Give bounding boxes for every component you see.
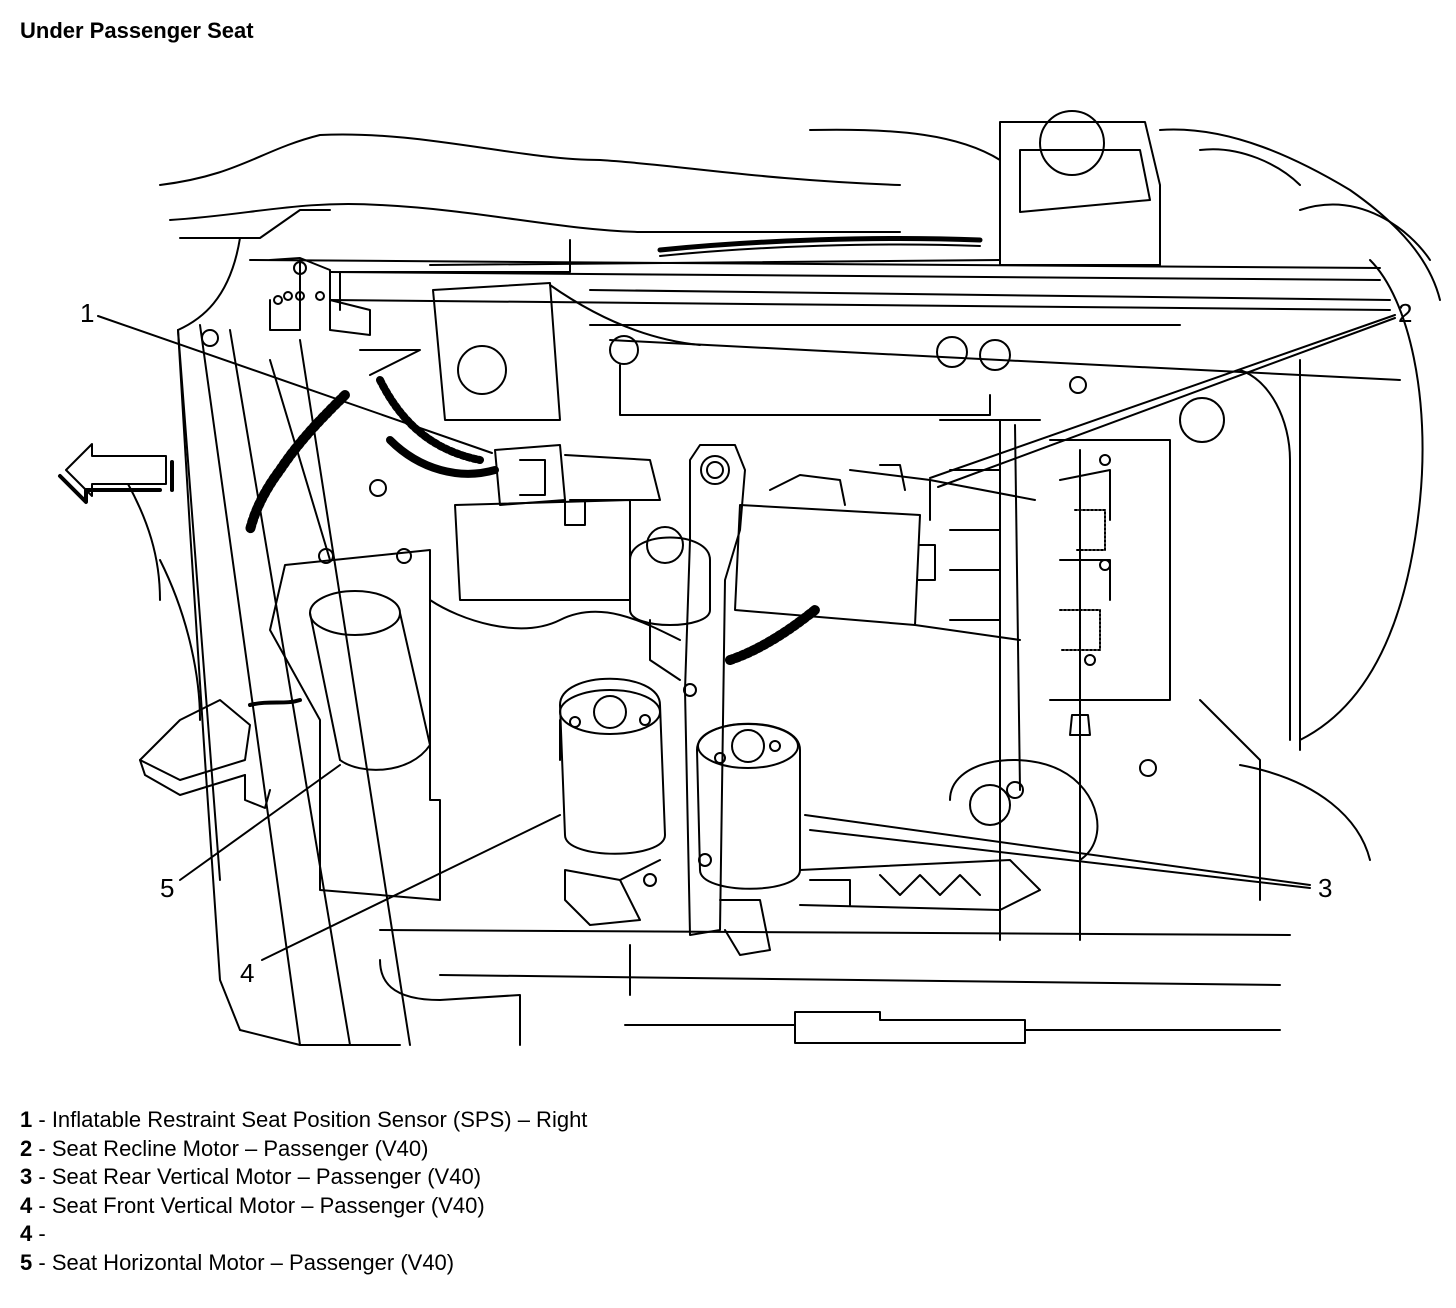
legend-item: 4 - xyxy=(20,1220,587,1249)
front-bracket xyxy=(201,257,387,497)
legend-item: 4 - Seat Front Vertical Motor – Passenge… xyxy=(20,1192,587,1221)
callout-3: 3 xyxy=(1318,873,1332,903)
legend-item: 5 - Seat Horizontal Motor – Passenger (V… xyxy=(20,1249,587,1278)
callout-leaders xyxy=(97,314,1396,961)
callout-2: 2 xyxy=(1398,298,1412,328)
legend-separator: - xyxy=(32,1249,52,1275)
legend-separator: - xyxy=(32,1135,52,1161)
left-arrow-icon xyxy=(58,443,174,504)
seat-frame-outline xyxy=(119,110,1441,1046)
legend-separator: - xyxy=(32,1164,52,1190)
legend-number: 3 xyxy=(20,1164,33,1190)
legend-separator: - xyxy=(32,1107,52,1132)
seat-track-rails xyxy=(239,239,1401,1046)
legend-number: 1 xyxy=(20,1107,33,1132)
legend-item: 1 - Inflatable Restraint Seat Position S… xyxy=(20,1106,587,1135)
legend-item: 2 - Seat Recline Motor – Passenger (V40) xyxy=(20,1135,587,1164)
legend-number: 2 xyxy=(20,1135,33,1161)
callout-1: 1 xyxy=(80,298,94,328)
legend-separator: - xyxy=(32,1192,52,1218)
page-title: Under Passenger Seat xyxy=(20,18,254,43)
legend-text: Seat Horizontal Motor – Passenger (V40) xyxy=(51,1249,455,1275)
recline-mechanism-housing xyxy=(432,282,1225,443)
legend-item: 3 - Seat Rear Vertical Motor – Passenger… xyxy=(20,1163,587,1192)
front-vertical-motor xyxy=(559,677,666,926)
legend-separator: - xyxy=(32,1221,46,1247)
horizontal-motor xyxy=(139,548,441,901)
callout-4: 4 xyxy=(240,958,254,988)
wiring-harness xyxy=(245,235,983,665)
rear-vertical-motor xyxy=(696,722,1099,956)
legend-text: Seat Front Vertical Motor – Passenger (V… xyxy=(51,1192,485,1218)
legend: 1 - Inflatable Restraint Seat Position S… xyxy=(20,1106,587,1278)
legend-number: 4 xyxy=(20,1221,33,1247)
legend-text: Seat Recline Motor – Passenger (V40) xyxy=(51,1135,429,1161)
legend-number: 5 xyxy=(20,1249,33,1275)
right-gear-rack xyxy=(939,419,1171,941)
legend-text: Inflatable Restraint Seat Position Senso… xyxy=(51,1107,588,1132)
recline-motor xyxy=(734,464,1036,641)
legend-text: Seat Rear Vertical Motor – Passenger (V4… xyxy=(51,1164,482,1190)
center-link-arm xyxy=(629,444,746,936)
callout-5: 5 xyxy=(160,873,174,903)
legend-number: 4 xyxy=(20,1192,33,1218)
